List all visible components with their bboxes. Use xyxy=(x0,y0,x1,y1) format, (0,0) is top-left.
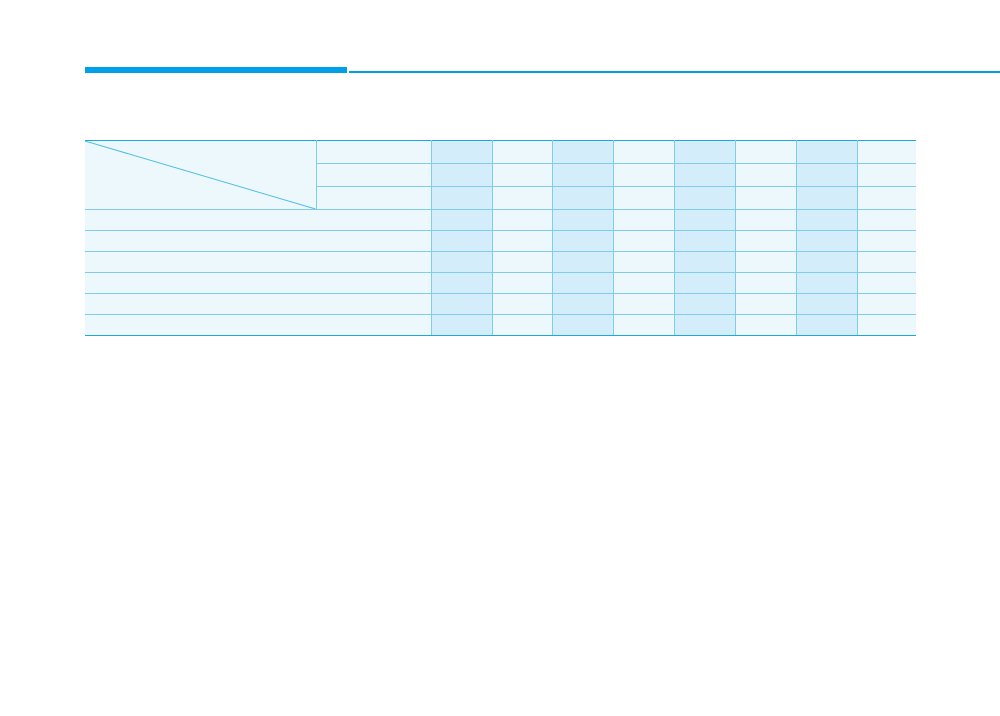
table-cell xyxy=(795,140,858,164)
table-cell xyxy=(795,186,858,210)
table-cell xyxy=(673,251,736,273)
diagonal-divider-line xyxy=(85,141,316,209)
row-label xyxy=(85,314,432,336)
table-cell xyxy=(856,186,916,210)
table-row xyxy=(85,230,916,252)
row-label xyxy=(85,272,432,294)
table-row xyxy=(85,293,916,315)
table-cell xyxy=(491,186,553,210)
table-cell xyxy=(430,163,493,187)
table-cell xyxy=(491,293,553,315)
table-cell xyxy=(734,140,797,164)
table-cell xyxy=(491,314,553,336)
row-label xyxy=(85,293,432,315)
table-cell xyxy=(856,209,916,231)
row-label xyxy=(85,251,432,273)
table-cell xyxy=(612,209,675,231)
table-cell xyxy=(673,314,736,336)
table-cell xyxy=(856,251,916,273)
table-cell xyxy=(734,293,797,315)
table-cell xyxy=(734,186,797,210)
table-header-row xyxy=(85,140,916,210)
table-header-row xyxy=(85,163,916,187)
table-cell xyxy=(612,314,675,336)
table-cell xyxy=(551,163,614,187)
table-cell xyxy=(856,272,916,294)
table-cell xyxy=(673,230,736,252)
table-cell xyxy=(491,163,553,187)
table-cell xyxy=(795,251,858,273)
table-cell xyxy=(673,140,736,164)
header-row-label xyxy=(315,186,432,210)
table-cell xyxy=(734,251,797,273)
table-cell xyxy=(856,230,916,252)
table-cell xyxy=(795,209,858,231)
header-row-label xyxy=(315,163,432,187)
table-cell xyxy=(795,314,858,336)
row-label xyxy=(85,209,432,231)
table-cell xyxy=(430,140,493,164)
table-row xyxy=(85,272,916,294)
table-cell xyxy=(612,251,675,273)
table-cell xyxy=(734,163,797,187)
table-cell xyxy=(673,163,736,187)
table-cell xyxy=(551,314,614,336)
table-cell xyxy=(612,272,675,294)
table-cell xyxy=(491,251,553,273)
table-cell xyxy=(673,186,736,210)
table-cell xyxy=(491,140,553,164)
table-cell xyxy=(612,230,675,252)
table-cell xyxy=(551,209,614,231)
table-row xyxy=(85,209,916,231)
table-cell xyxy=(491,209,553,231)
row-label xyxy=(85,230,432,252)
table-cell xyxy=(612,163,675,187)
table-row xyxy=(85,314,916,336)
table-cell xyxy=(856,293,916,315)
table-cell xyxy=(430,209,493,231)
header-row-label xyxy=(315,140,432,164)
table-cell xyxy=(673,209,736,231)
table-cell xyxy=(551,293,614,315)
table-cell xyxy=(795,272,858,294)
table-cell xyxy=(430,230,493,252)
table-cell xyxy=(491,230,553,252)
table-cell xyxy=(551,140,614,164)
table-cell xyxy=(551,272,614,294)
table-cell xyxy=(795,230,858,252)
table-cell xyxy=(795,293,858,315)
table-cell xyxy=(430,314,493,336)
spec-table xyxy=(85,140,916,336)
table-cell xyxy=(673,272,736,294)
table-cell xyxy=(856,163,916,187)
table-cell xyxy=(734,209,797,231)
table-cell xyxy=(430,186,493,210)
table-cell xyxy=(612,186,675,210)
table-cell xyxy=(734,230,797,252)
table-cell xyxy=(430,293,493,315)
table-cell xyxy=(551,251,614,273)
table-row xyxy=(85,251,916,273)
spec-table-container xyxy=(85,140,916,336)
table-cell xyxy=(491,272,553,294)
table-cell xyxy=(734,272,797,294)
section-header-rule xyxy=(349,71,1000,73)
table-cell xyxy=(612,293,675,315)
table-cell xyxy=(856,140,916,164)
table-cell xyxy=(856,314,916,336)
diagonal-corner-cell xyxy=(85,140,317,210)
section-header-bar xyxy=(85,67,347,73)
table-cell xyxy=(612,140,675,164)
table-header-row xyxy=(85,186,916,210)
table-cell xyxy=(673,293,736,315)
table-cell xyxy=(430,251,493,273)
table-cell xyxy=(551,186,614,210)
table-cell xyxy=(551,230,614,252)
table-cell xyxy=(795,163,858,187)
table-cell xyxy=(430,272,493,294)
table-cell xyxy=(734,314,797,336)
